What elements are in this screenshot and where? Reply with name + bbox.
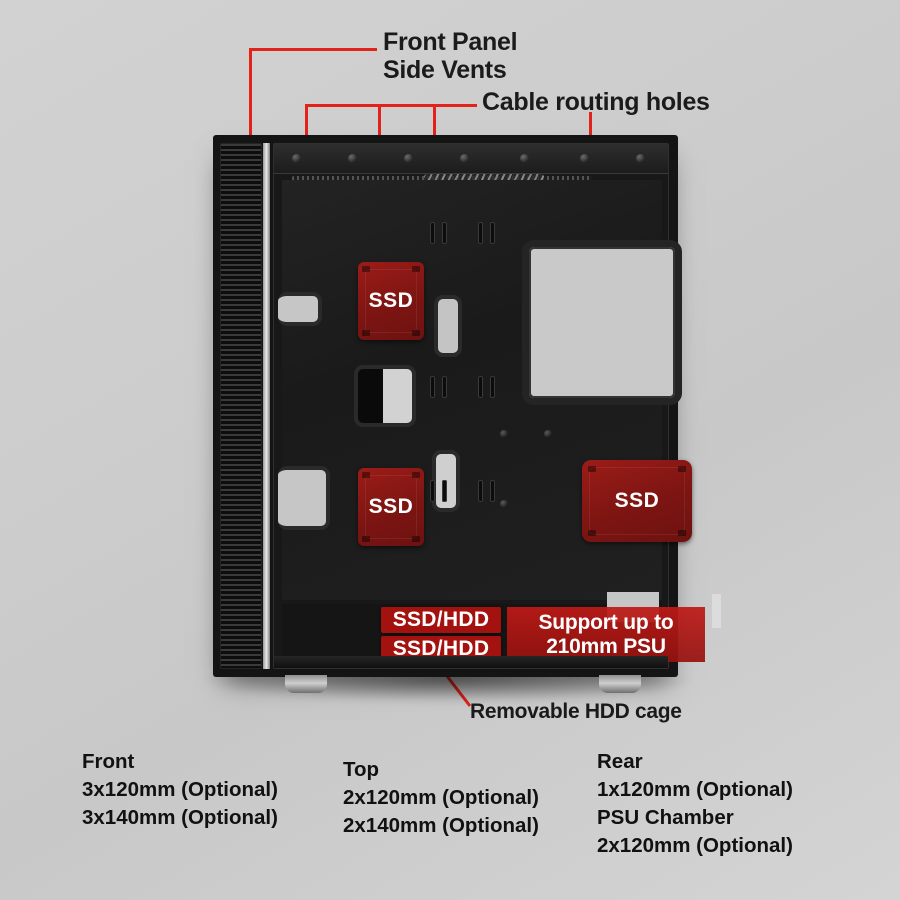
screw-icon: [520, 154, 529, 163]
motherboard-standoff: [544, 430, 552, 438]
callout-label-removable-hdd-cage: Removable HDD cage: [470, 700, 682, 723]
screw-icon: [292, 154, 301, 163]
tray-slot: [490, 480, 495, 502]
tray-slot: [478, 222, 483, 244]
leader-line-cable-horizontal: [305, 104, 477, 107]
leader-line-front-panel-horizontal: [249, 48, 377, 51]
tray-slot: [442, 480, 447, 502]
cpu-cooler-cutout: [522, 240, 682, 405]
spec-column-front: Front 3x120mm (Optional) 3x140mm (Option…: [82, 748, 278, 832]
tray-slot: [430, 480, 435, 502]
case-foot-left: [285, 675, 327, 693]
tray-slot: [478, 376, 483, 398]
ssd-mount-top-left: SSD: [358, 262, 424, 340]
cable-routing-hole-top-left: [278, 292, 322, 326]
tray-slot: [430, 222, 435, 244]
screw-icon: [348, 154, 357, 163]
screw-icon: [580, 154, 589, 163]
callout-label-front-panel-side-vents: Front Panel Side Vents: [383, 28, 518, 84]
psu-chamber-zone: SSD/HDD SSD/HDD Support up to 210mm PSU: [282, 592, 721, 666]
spec-line: 3x140mm (Optional): [82, 805, 278, 829]
front-panel-side-vents: [220, 143, 262, 669]
tray-slot: [430, 376, 435, 398]
psu-support-label: Support up to 210mm PSU: [538, 611, 674, 658]
motherboard-standoff: [500, 430, 508, 438]
callout-label-cable-routing-holes: Cable routing holes: [482, 88, 710, 116]
ssd-label: SSD: [368, 495, 414, 518]
motherboard-tray: SSD SSD SSD: [278, 180, 692, 600]
psu-support-overlay: Support up to 210mm PSU: [507, 607, 705, 662]
chassis-top-bar: [274, 144, 668, 174]
screw-icon: [404, 154, 413, 163]
spec-line: 2x140mm (Optional): [343, 813, 539, 837]
fan-support-specs: Front 3x120mm (Optional) 3x140mm (Option…: [0, 748, 900, 878]
tray-slot: [490, 222, 495, 244]
spec-heading: Front: [82, 750, 135, 773]
cable-routing-hole-left: [354, 365, 416, 427]
chassis-interior: SSD SSD SSD: [273, 143, 721, 669]
spec-line: 3x120mm (Optional): [82, 777, 278, 801]
hdd-bay-label: SSD/HDD: [392, 637, 490, 660]
hdd-bay-label: SSD/HDD: [392, 608, 490, 631]
cable-routing-grommet-upper: [434, 295, 462, 357]
ssd-label: SSD: [614, 489, 660, 512]
leader-line-front-panel-vertical: [249, 48, 252, 188]
spec-line: PSU Chamber: [597, 805, 734, 829]
spec-heading: Rear: [597, 750, 643, 773]
spec-line: 2x120mm (Optional): [597, 833, 793, 857]
ssd-mount-right: SSD: [582, 460, 692, 542]
cable-routing-hole-bottom-left: [278, 466, 330, 530]
screw-icon: [636, 154, 645, 163]
tray-slot: [442, 222, 447, 244]
case-foot-right: [599, 675, 641, 693]
tray-slot: [442, 376, 447, 398]
psu-chamber-right-gap: [712, 594, 721, 628]
spec-column-top: Top 2x120mm (Optional) 2x140mm (Optional…: [343, 756, 539, 840]
screw-icon: [460, 154, 469, 163]
spec-line: 1x120mm (Optional): [597, 777, 793, 801]
tray-slot: [478, 480, 483, 502]
motherboard-standoff: [500, 500, 508, 508]
ssd-label: SSD: [368, 289, 414, 312]
ssd-mount-bottom-left: SSD: [358, 468, 424, 546]
spec-column-rear: Rear 1x120mm (Optional) PSU Chamber 2x12…: [597, 748, 793, 860]
spec-heading: Top: [343, 758, 380, 781]
chassis-bottom-rail: [274, 656, 668, 668]
pc-case-interior: SSD SSD SSD: [213, 135, 721, 693]
spec-line: 2x120mm (Optional): [343, 785, 539, 809]
tray-slot: [490, 376, 495, 398]
hdd-bay-upper: SSD/HDD: [381, 607, 501, 633]
front-panel-edge-highlight: [263, 143, 270, 669]
